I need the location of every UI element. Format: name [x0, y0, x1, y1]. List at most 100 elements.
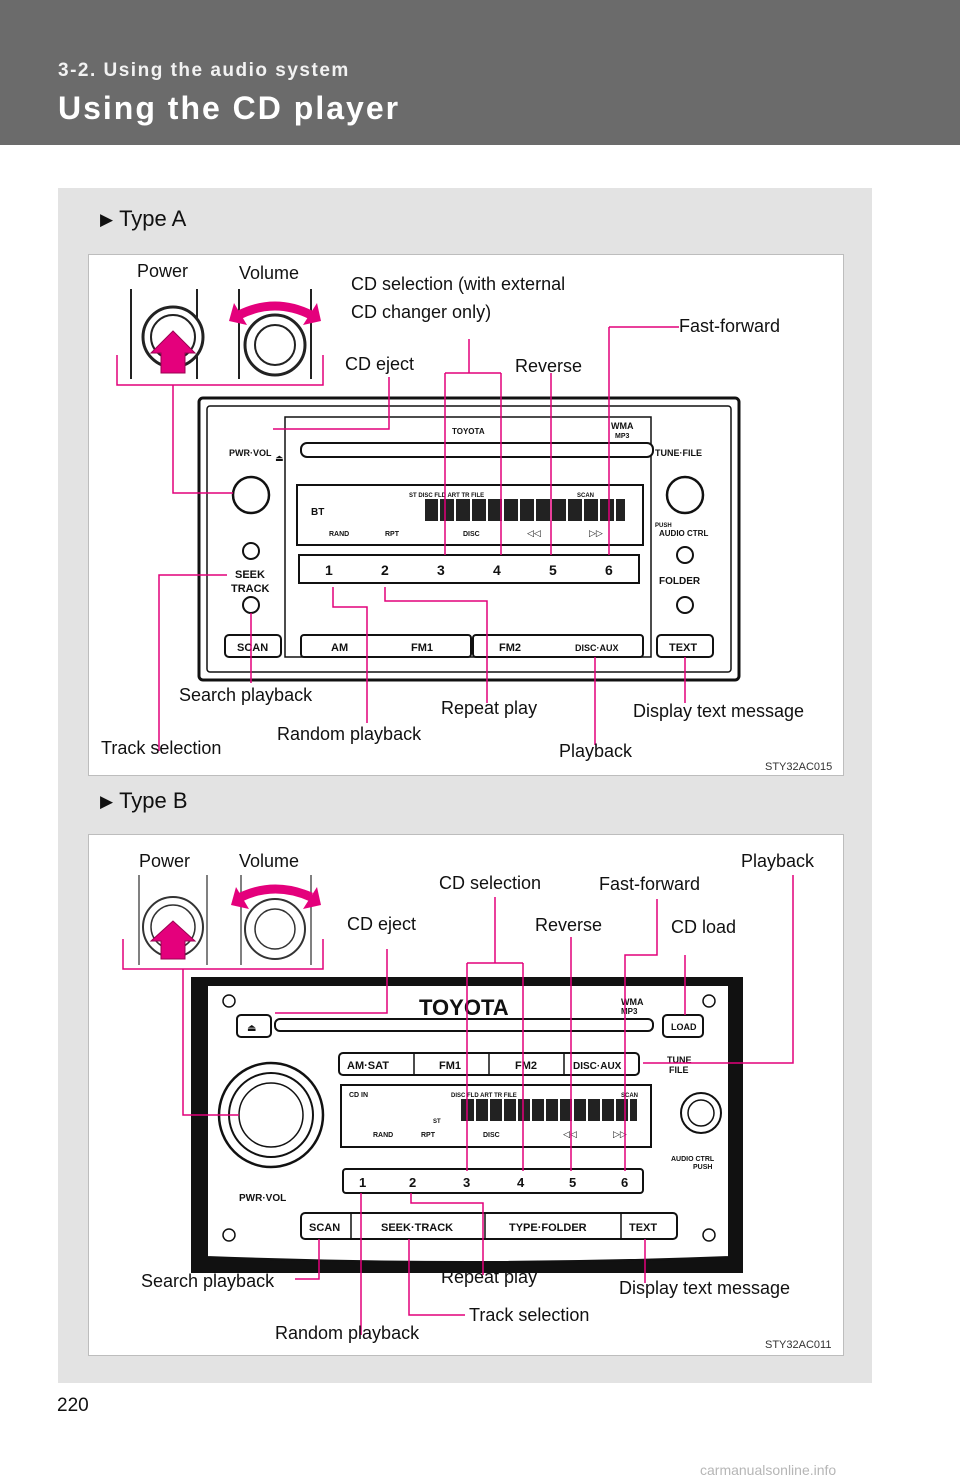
label-power-b: Power [139, 851, 191, 871]
label-repeat-play-b: Repeat play [441, 1267, 538, 1287]
volume-knob-inset-b [231, 875, 321, 965]
text-button-text-b: TEXT [629, 1222, 657, 1234]
label-repeat-play-a: Repeat play [441, 698, 538, 718]
mp3-text-b: MP3 [621, 1007, 638, 1016]
scan-button-text: SCAN [237, 642, 268, 654]
watermark: carmanualsonline.info [700, 1462, 837, 1478]
am-button-text: AM [331, 642, 348, 654]
power-knob-inset-b [138, 875, 208, 965]
seek-text: SEEK [235, 569, 265, 581]
label-cd-selection-b: CD selection [439, 873, 542, 893]
label-playback-b: Playback [741, 851, 815, 871]
file-text-b: FILE [669, 1065, 689, 1075]
scan-text-b: SCAN [309, 1222, 340, 1234]
tune-file-text: TUNE·FILE [655, 448, 702, 458]
page-title: Using the CD player [58, 90, 401, 126]
display-rpt-text: RPT [385, 531, 400, 538]
audio-ctrl-text: AUDIO CTRL [659, 529, 708, 538]
eject-icon: ⏏ [275, 453, 284, 463]
fm1-button-text: FM1 [411, 642, 433, 654]
triangle-right-icon: ▶ [100, 792, 114, 811]
preset-3-b: 3 [463, 1175, 470, 1190]
am-sat-text-b: AM·SAT [347, 1060, 389, 1072]
display-st-text-b: ST [433, 1119, 441, 1125]
label-track-selection-b: Track selection [469, 1305, 590, 1325]
preset-5: 5 [549, 562, 557, 578]
label-reverse-b: Reverse [535, 915, 603, 935]
power-knob-inset [117, 287, 209, 379]
label-fast-forward-a: Fast-forward [679, 316, 781, 336]
figure-code-b: STY32AC011 [765, 1339, 832, 1351]
push-text: PUSH [655, 523, 672, 529]
disc-aux-button-text: DISC·AUX [575, 643, 619, 653]
display-rpt-text-b: RPT [421, 1132, 436, 1139]
display-rand-text: RAND [329, 531, 349, 538]
display-top-text: ST DISC FLD ART TR FILE [409, 493, 484, 499]
push-text-b: PUSH [693, 1164, 712, 1171]
type-b-diagram: TOYOTA WMA MP3 LOAD ⏏ AM·SAT FM1 FM2 DIS… [122, 875, 794, 1335]
page-number: 220 [57, 1395, 89, 1416]
fm2-button-text: FM2 [499, 642, 521, 654]
type-b-preset-labels: 1 2 3 4 5 6 [359, 1175, 628, 1190]
audio-ctrl-text-b: AUDIO CTRL [671, 1156, 715, 1163]
wma-text: WMA [611, 421, 634, 431]
label-track-selection-a: Track selection [101, 738, 222, 758]
preset-4-b: 4 [517, 1175, 525, 1190]
fast-forward-icon: ▷▷ [589, 528, 603, 538]
label-power-a: Power [137, 261, 189, 281]
label-random-playback-b: Random playback [275, 1323, 420, 1343]
disc-aux-text-b: DISC·AUX [573, 1061, 622, 1072]
load-text-b: LOAD [671, 1022, 697, 1032]
head-unit-a: TOYOTA WMA MP3 PWR·VOL TUNE·FILE SEEK TR… [197, 396, 741, 682]
label-playback-a: Playback [559, 741, 633, 761]
preset-2-b: 2 [409, 1175, 416, 1190]
rewind-icon: ◁◁ [527, 528, 541, 538]
preset-6-b: 6 [621, 1175, 628, 1190]
bt-text: BT [311, 507, 324, 518]
display-top-text-b: DISC FLD ART TR FILE [451, 1093, 517, 1099]
brand-text: TOYOTA [452, 427, 485, 436]
type-b-figure: TOYOTA WMA MP3 LOAD ⏏ AM·SAT FM1 FM2 DIS… [88, 834, 844, 1356]
folder-text: FOLDER [659, 576, 701, 587]
rewind-icon-b: ◁◁ [563, 1129, 577, 1139]
type-a-preset-labels: 1 2 3 4 5 6 [325, 562, 613, 578]
eject-icon-b: ⏏ [247, 1023, 256, 1034]
track-text: TRACK [231, 583, 270, 595]
display-disc-text: DISC [463, 531, 480, 538]
preset-6: 6 [605, 562, 613, 578]
display-scan-text: SCAN [577, 493, 594, 499]
display-scan-text-b: SCAN [621, 1093, 638, 1099]
seek-track-text-b: SEEK·TRACK [381, 1222, 453, 1234]
display-rand-text-b: RAND [373, 1132, 393, 1139]
preset-4: 4 [493, 562, 501, 578]
preset-2: 2 [381, 562, 389, 578]
type-a-diagram: TOYOTA WMA MP3 PWR·VOL TUNE·FILE SEEK TR… [116, 287, 741, 751]
type-a-callout-lines [116, 326, 686, 751]
label-reverse-a: Reverse [515, 356, 583, 376]
label-display-text-message-a: Display text message [633, 701, 805, 721]
label-cd-eject-a: CD eject [345, 354, 415, 374]
volume-knob-inset [229, 289, 321, 379]
text-button-text: TEXT [669, 642, 697, 654]
fm1-text-b: FM1 [439, 1060, 461, 1072]
display-disc-text-b: DISC [483, 1132, 500, 1139]
preset-5-b: 5 [569, 1175, 576, 1190]
pwr-vol-text: PWR·VOL [229, 448, 272, 458]
type-a-heading: ▶Type A [100, 206, 186, 232]
preset-1-b: 1 [359, 1175, 366, 1190]
label-volume-a: Volume [239, 263, 300, 283]
label-cd-selection-a-line2: CD changer only) [351, 302, 492, 322]
type-b-callout-lines [122, 875, 794, 1335]
label-display-text-message-b: Display text message [619, 1278, 791, 1298]
type-a-figure: TOYOTA WMA MP3 PWR·VOL TUNE·FILE SEEK TR… [88, 254, 844, 776]
fast-forward-icon-b: ▷▷ [613, 1129, 627, 1139]
label-volume-b: Volume [239, 851, 300, 871]
label-cd-load-b: CD load [671, 917, 737, 937]
page-header: 3-2. Using the audio system Using the CD… [0, 0, 960, 145]
wma-text-b: WMA [621, 997, 644, 1007]
label-search-playback-a: Search playback [179, 685, 313, 705]
type-b-heading-text: Type B [119, 788, 188, 813]
section-label: 3-2. Using the audio system [58, 60, 350, 81]
preset-1: 1 [325, 562, 333, 578]
label-cd-eject-b: CD eject [347, 914, 417, 934]
